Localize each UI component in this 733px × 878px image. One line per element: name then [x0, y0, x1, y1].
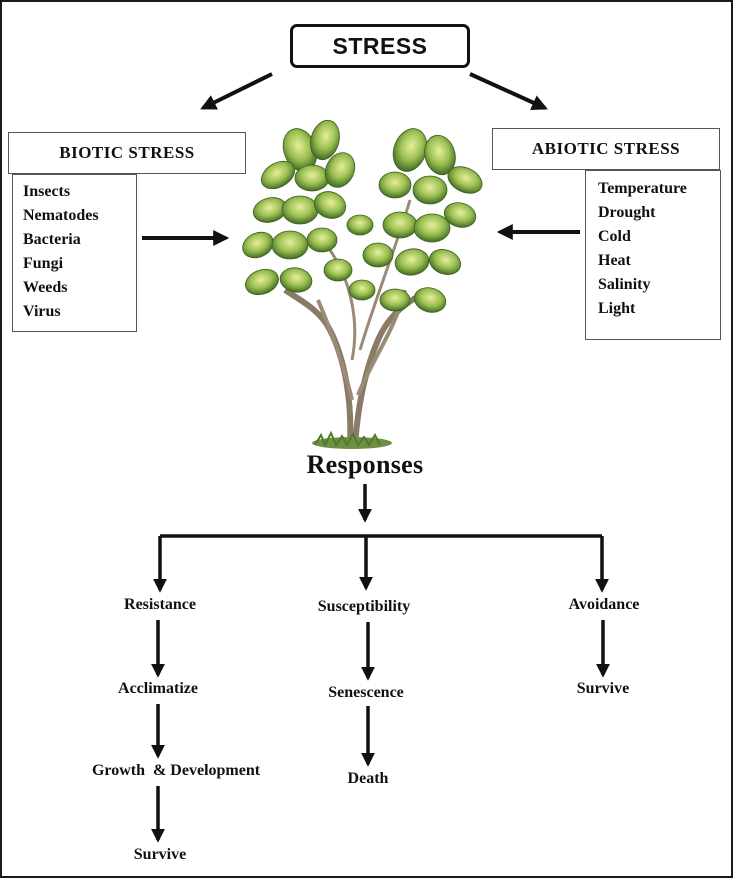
abiotic-item: Salinity: [598, 276, 651, 293]
senescence-node: Senescence: [328, 684, 404, 701]
abiotic-stress-list: Temperature Drought Cold Heat Salinity L…: [585, 170, 721, 340]
abiotic-item: Drought: [598, 204, 656, 221]
biotic-item: Fungi: [23, 255, 64, 272]
biotic-item: Weeds: [23, 279, 68, 296]
arrow-to-abiotic: [469, 72, 548, 111]
susceptibility-node: Susceptibility: [317, 598, 411, 615]
resistance-node: Resistance: [124, 596, 196, 613]
resistance-survive-node: Survive: [133, 846, 187, 863]
plant-illustration: [242, 119, 483, 449]
abiotic-stress-box: ABIOTIC STRESS: [492, 128, 720, 170]
abiotic-item: Heat: [598, 252, 631, 269]
abiotic-stress-label: ABIOTIC STRESS: [531, 139, 681, 158]
biotic-stress-label: BIOTIC STRESS: [59, 143, 195, 162]
biotic-item: Insects: [23, 183, 71, 200]
abiotic-item: Temperature: [598, 180, 687, 197]
biotic-stress-box: BIOTIC STRESS: [8, 132, 246, 174]
stress-title: STRESS: [332, 32, 428, 59]
abiotic-item: Light: [598, 300, 636, 317]
abiotic-item: Cold: [598, 228, 631, 245]
stress-title-box: STRESS: [290, 24, 470, 68]
growth-development-node: Growth & Development: [91, 762, 261, 779]
biotic-item: Virus: [23, 303, 61, 320]
arrow-to-biotic: [200, 72, 273, 110]
avoidance-node: Avoidance: [568, 596, 640, 613]
avoidance-survive-node: Survive: [576, 680, 630, 697]
acclimatize-node: Acclimatize: [118, 680, 198, 697]
biotic-item: Bacteria: [23, 231, 81, 248]
biotic-item: Nematodes: [23, 207, 99, 224]
responses-heading: Responses: [306, 450, 424, 479]
biotic-stress-list: Insects Nematodes Bacteria Fungi Weeds V…: [12, 174, 137, 332]
death-node: Death: [347, 770, 389, 787]
